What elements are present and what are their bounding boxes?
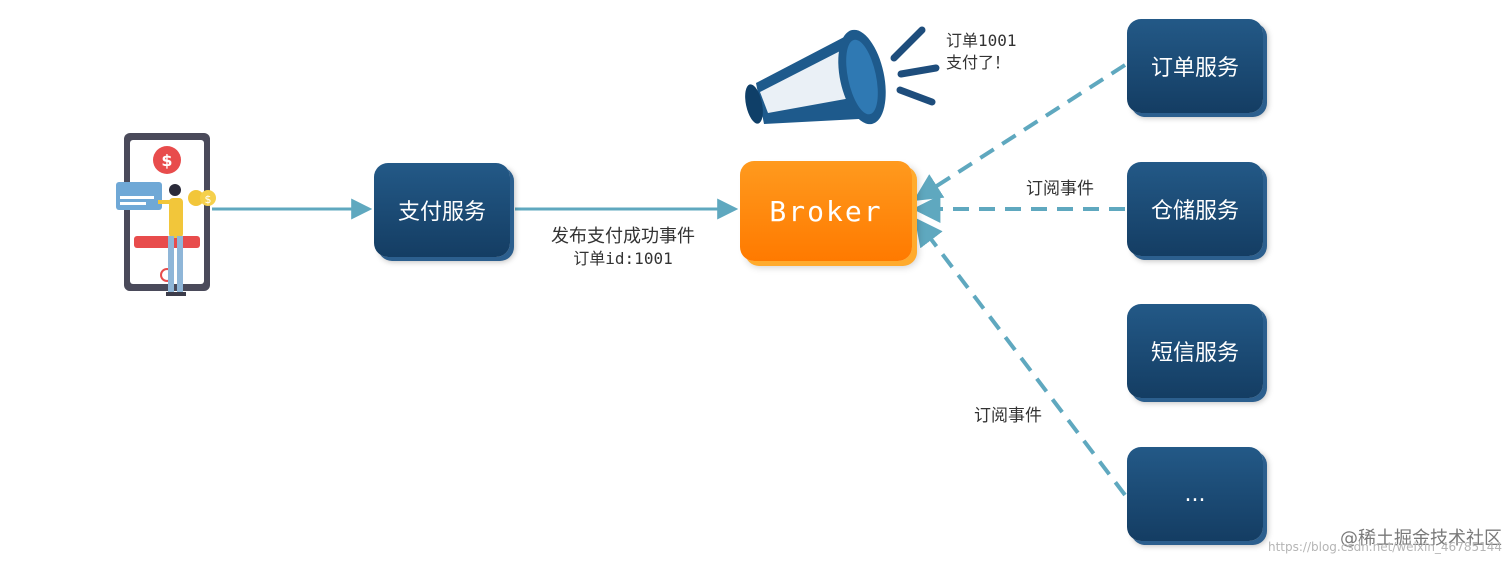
announcement-line2: 支付了！ bbox=[946, 53, 1011, 72]
order-service-label: 订单服务 bbox=[1150, 56, 1239, 81]
svg-text:$: $ bbox=[161, 151, 172, 170]
arrow-more-subscribe bbox=[914, 217, 1127, 497]
payment-service-label: 支付服务 bbox=[397, 200, 486, 225]
more-services-box: ... bbox=[1127, 447, 1263, 541]
watermark-brand: @稀土掘金技术社区 bbox=[1340, 528, 1502, 549]
broker-label: Broker bbox=[769, 194, 883, 228]
mobile-payment-user-icon: $ $ bbox=[116, 133, 216, 296]
subscribe-label-bottom: 订阅事件 bbox=[974, 406, 1042, 426]
arrow-order-subscribe bbox=[913, 63, 1127, 202]
announcement-line1: 订单1001 bbox=[946, 31, 1017, 50]
svg-text:$: $ bbox=[205, 193, 212, 206]
sms-service-box: 短信服务 bbox=[1127, 304, 1263, 398]
watermark-url: https://blog.csdn.net/weixin_46785144 bbox=[1267, 540, 1502, 554]
publish-event-label: 发布支付成功事件 订单id:1001 bbox=[540, 226, 706, 270]
broker-box: Broker bbox=[740, 161, 912, 261]
order-service-box: 订单服务 bbox=[1127, 19, 1263, 113]
announcement-text: 订单1001 支付了！ bbox=[946, 30, 1036, 74]
dollar-icon bbox=[153, 146, 181, 174]
payment-service-box: 支付服务 bbox=[374, 163, 510, 257]
publish-event-line2: 订单id:1001 bbox=[573, 249, 673, 268]
subscribe-label-top: 订阅事件 bbox=[1026, 179, 1094, 199]
publish-event-line1: 发布支付成功事件 bbox=[551, 226, 695, 247]
warehouse-service-label: 仓储服务 bbox=[1150, 199, 1239, 224]
more-services-label: ... bbox=[1184, 481, 1206, 507]
sms-service-label: 短信服务 bbox=[1150, 341, 1239, 366]
megaphone-icon bbox=[745, 26, 940, 125]
warehouse-service-box: 仓储服务 bbox=[1127, 162, 1263, 256]
